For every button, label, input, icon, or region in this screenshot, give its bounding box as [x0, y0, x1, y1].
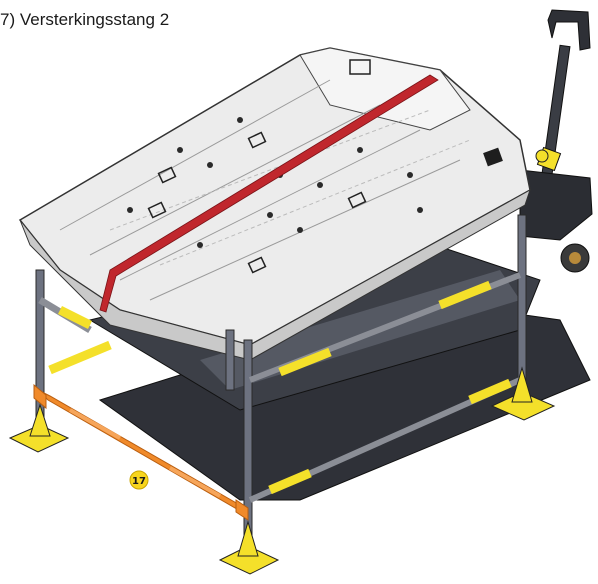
- horizontal-struts: [38, 272, 522, 503]
- strap: [99, 74, 439, 313]
- callout-marker: 17: [129, 470, 149, 490]
- pallet-jack-icon: [519, 9, 593, 273]
- step-caption: 7) Versterkingsstang 2: [0, 10, 170, 29]
- battery-pack-illustration: [18, 47, 531, 361]
- stand-icon: [8, 149, 556, 575]
- lower-frame: [88, 239, 591, 501]
- callout-number: 17: [132, 476, 146, 487]
- support-posts: [35, 214, 527, 541]
- highlighted-reinforcement-bar: [33, 383, 249, 521]
